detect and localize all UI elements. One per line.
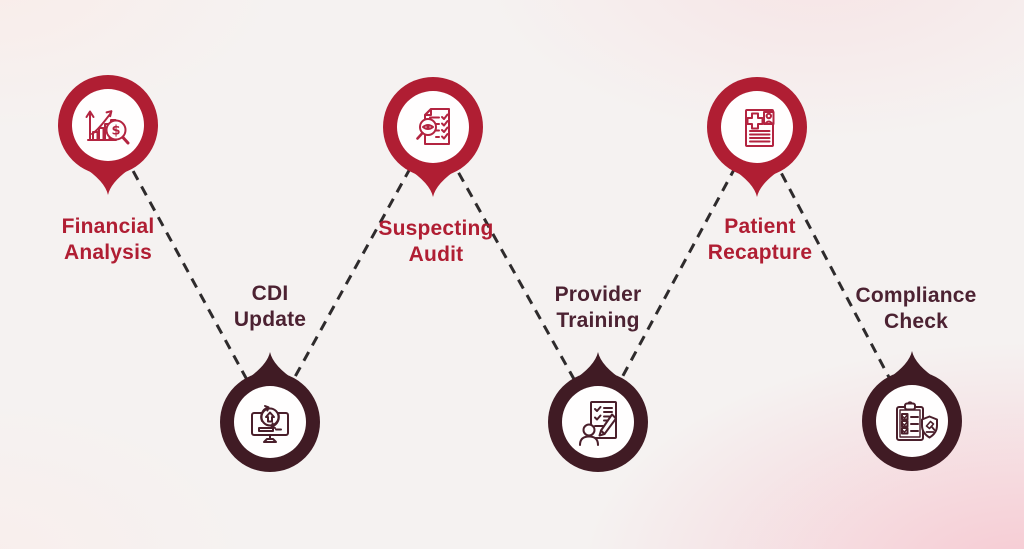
pin-marker <box>220 352 320 472</box>
step-label: Suspecting Audit <box>378 217 494 266</box>
connector-line <box>268 126 435 423</box>
pin-marker <box>707 77 807 197</box>
suspecting-audit-icon <box>416 108 450 145</box>
svg-text:$: $ <box>111 124 120 139</box>
provider-training-icon <box>579 401 617 446</box>
pin-marker: $ <box>58 75 158 195</box>
cdi-update-icon <box>251 405 289 443</box>
patient-recapture-icon <box>745 109 775 147</box>
step-label: Patient Recapture <box>707 215 813 264</box>
pin-marker <box>383 77 483 197</box>
connector-line <box>596 126 759 423</box>
pin-marker <box>548 352 648 472</box>
step-label: Provider Training <box>554 283 642 332</box>
connector-line <box>106 124 272 423</box>
compliance-check-icon <box>896 401 938 441</box>
financial-analysis-icon: $ <box>85 110 130 145</box>
step-label: CDI Update <box>233 282 307 331</box>
connector-line <box>755 126 914 422</box>
step-label: Financial Analysis <box>61 215 155 264</box>
step-label: Compliance Check <box>855 284 977 333</box>
connector-line <box>431 126 600 423</box>
pin-marker <box>862 351 962 471</box>
